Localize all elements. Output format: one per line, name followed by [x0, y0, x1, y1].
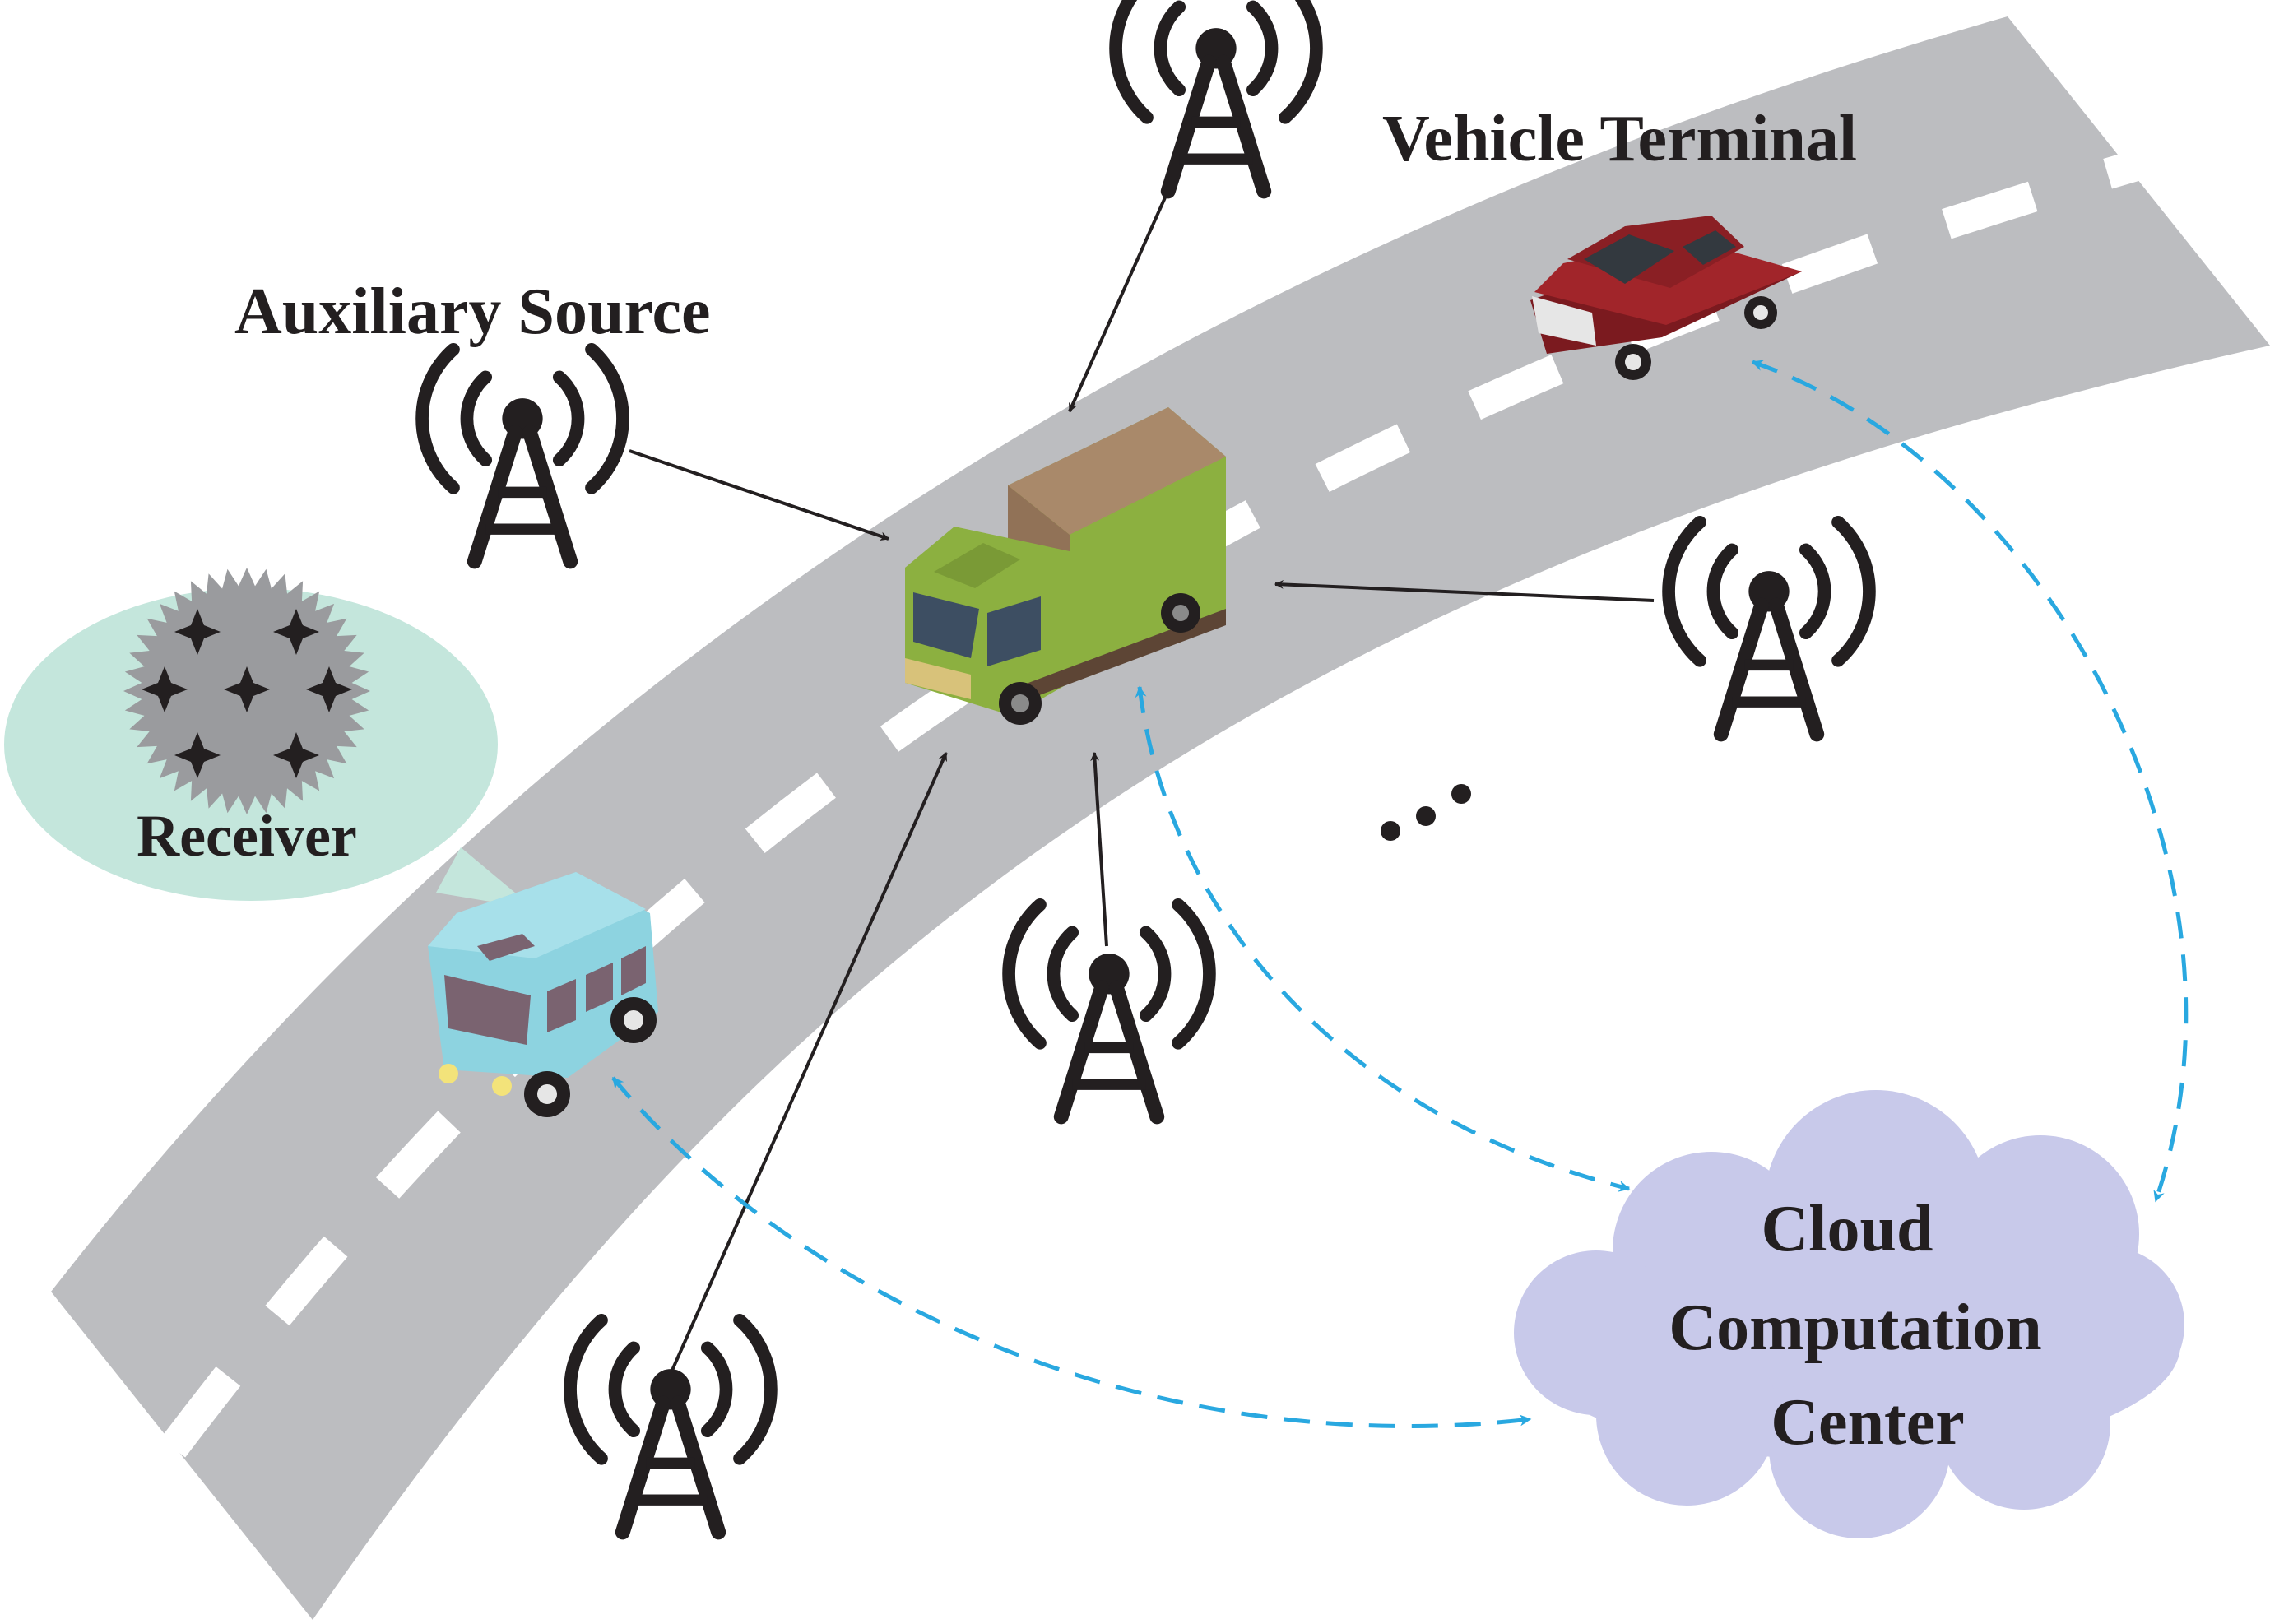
cloud-link-van [611, 1076, 1532, 1428]
signal-arrow [1090, 751, 1108, 947]
radio-tower-icon [570, 1320, 771, 1533]
signal-arrow [1274, 579, 1655, 602]
cloud-link-truck [1135, 685, 1631, 1192]
radio-tower-icon [422, 350, 623, 562]
road [51, 16, 2270, 1620]
radio-tower-icon [1116, 0, 1316, 191]
signal-arrow [1068, 180, 1174, 413]
lane-marking [160, 149, 2144, 1458]
receiver-bubble: Receiver [4, 568, 535, 909]
radio-tower-icon [1669, 522, 1869, 735]
cloud-links [611, 360, 2189, 1428]
truck-icon [905, 407, 1226, 725]
ellipsis [1381, 784, 1471, 841]
car-icon [1530, 216, 1802, 380]
cloud-label-line3: Center [1771, 1386, 1964, 1459]
cloud-computation-center: Cloud Computation Center [1514, 1090, 2184, 1538]
van-icon [428, 872, 658, 1117]
cloud-label-line2: Computation [1669, 1292, 2041, 1364]
gear-sparkle-icon [123, 568, 370, 814]
receiver-label: Receiver [137, 803, 357, 869]
signal-arrow [629, 449, 890, 541]
radio-tower-icon [1009, 905, 1209, 1117]
cloud-label-line1: Cloud [1762, 1193, 1933, 1265]
cloud-link-car [1751, 360, 2189, 1203]
vehicle-terminal-label: Vehicle Terminal [1382, 103, 1857, 175]
auxiliary-source-label: Auxiliary Source [234, 276, 711, 348]
